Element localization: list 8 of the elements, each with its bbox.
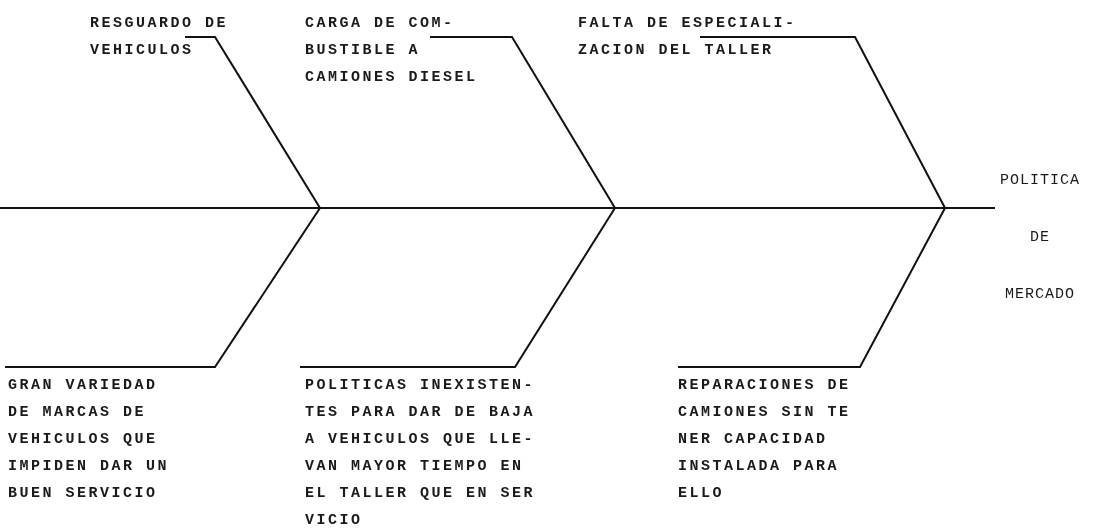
cause-label: CARGA DE COM- BUSTIBLE A CAMIONES DIESEL <box>305 14 479 88</box>
cause-label: RESGUARDO DE VEHICULOS <box>90 14 230 61</box>
cause-label: REPARACIONES DE CAMIONES SIN TE NER CAPACIDAD INSTALADA PARA ELLO <box>678 376 852 504</box>
bone-line <box>677 207 996 368</box>
effect-label: POLITICA DE MERCADO <box>999 171 1081 305</box>
cause-label: GRAN VARIEDAD DE MARCAS DE VEHICULOS QUE IMPIDEN DAR UN BUEN SERVICIO <box>8 376 171 504</box>
cause-label: POLITICAS INEXISTEN- TES PARA DAR DE BAJA A VEHICULOS QUE LLE- VAN MAYOR TIEMPO EN EL TALLER QUE EN SER VICIO <box>305 376 537 531</box>
cause-label: FALTA DE ESPECIALI- ZACION DEL TALLER <box>578 14 798 61</box>
